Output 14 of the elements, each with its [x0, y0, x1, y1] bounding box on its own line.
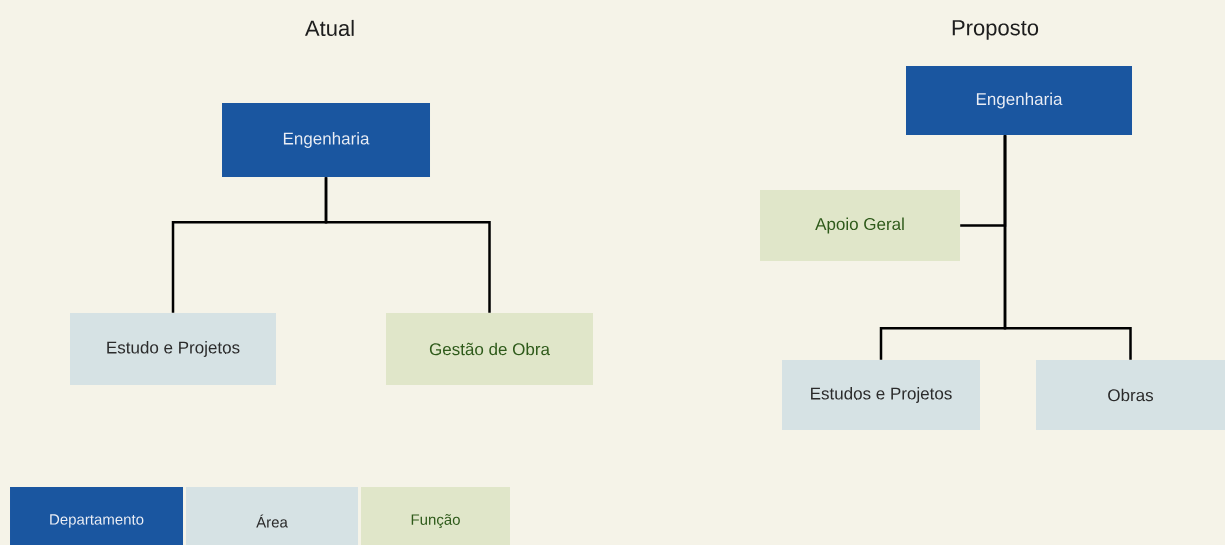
legend-label: Área: [256, 514, 288, 528]
chart-heading: Atual: [305, 19, 354, 37]
org-box: Estudo e Projetos: [70, 313, 276, 385]
org-box: Obras: [1036, 360, 1225, 430]
connector-line: [324, 177, 491, 313]
chart-heading: Proposto: [952, 20, 1039, 40]
connector-line: [1003, 135, 1132, 360]
org-box: Engenharia: [906, 66, 1132, 135]
org-box: Estudos e Projetos: [782, 360, 980, 430]
org-box: Engenharia: [222, 103, 430, 177]
org-box: Apoio Geral: [760, 190, 960, 261]
org-box: Gestão de Obra: [386, 313, 593, 385]
legend-label: Função: [411, 514, 460, 528]
legend-label: Departamento: [50, 514, 144, 528]
